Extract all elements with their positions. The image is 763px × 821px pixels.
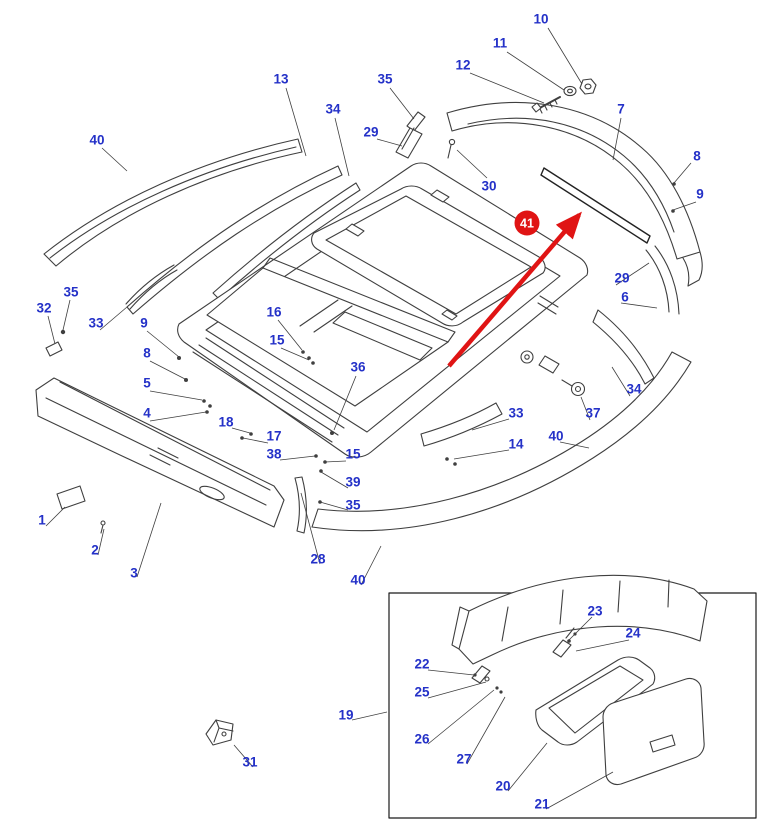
part-label-28: 28 (310, 551, 326, 567)
part-label-18: 18 (218, 414, 234, 430)
part-label-30: 30 (481, 178, 497, 194)
part-label-7: 7 (617, 101, 625, 117)
part-label-37: 37 (585, 405, 601, 421)
part-label-2: 2 (91, 542, 99, 558)
part-curve-33-left (125, 264, 178, 310)
part-label-22: 22 (414, 656, 430, 672)
part-strip-13 (126, 165, 343, 315)
part-label-40-right: 40 (548, 428, 564, 444)
part-label-35-left: 35 (63, 284, 79, 300)
part-label-11: 11 (492, 35, 508, 51)
part-label-3: 3 (130, 565, 138, 581)
part-label-27: 27 (456, 751, 472, 767)
part-seal-41 (540, 167, 651, 244)
part-label-5: 5 (143, 375, 151, 391)
part-rear-panel (451, 574, 708, 665)
highlight-arrow (447, 211, 582, 368)
part-label-40-bottom: 40 (350, 572, 366, 588)
part-label-32: 32 (36, 300, 52, 316)
part-label-38: 38 (266, 446, 282, 462)
part-clip-32 (45, 341, 63, 357)
part-label-40-top-left: 40 (89, 132, 105, 148)
part-strip-34-top (212, 182, 361, 300)
part-label-6: 6 (621, 289, 629, 305)
part-front-rail-7 (446, 101, 703, 287)
part-label-33-right: 33 (508, 405, 524, 421)
part-label-19: 19 (338, 707, 354, 723)
part-label-36: 36 (350, 359, 366, 375)
part-front-panel-3 (35, 377, 285, 528)
part-label-4: 4 (143, 405, 151, 421)
part-trim-33-right (420, 402, 503, 447)
part-rear-flap-21 (602, 677, 705, 786)
part-label-15-lower: 15 (345, 446, 361, 462)
part-label-35-top: 35 (377, 71, 393, 87)
part-label-17: 17 (266, 428, 282, 444)
part-bolt-30 (447, 138, 456, 159)
part-label-23: 23 (587, 603, 603, 619)
highlighted-part-badge: 41 (514, 210, 540, 236)
part-hardware-10-11-12 (531, 78, 597, 114)
part-label-25: 25 (414, 684, 430, 700)
part-curve-34-right (592, 309, 655, 385)
part-curves-29-6-right (645, 245, 680, 315)
part-label-8-right: 8 (693, 148, 701, 164)
part-label-39: 39 (345, 474, 361, 490)
part-label-34-right: 34 (626, 381, 642, 397)
part-label-16: 16 (266, 304, 282, 320)
part-label-12: 12 (455, 57, 471, 73)
part-label-14: 14 (508, 436, 524, 452)
part-strip-28 (294, 476, 307, 534)
part-grommet-37 (561, 379, 586, 397)
part-clip-31 (205, 719, 234, 746)
part-label-34-top: 34 (325, 101, 341, 117)
part-plate-1 (56, 485, 86, 510)
part-label-9-left: 9 (140, 315, 148, 331)
part-bracket-29-top (395, 127, 423, 159)
part-hinge-22-27 (471, 665, 491, 684)
part-label-10: 10 (533, 11, 549, 27)
part-label-29-right: 29 (614, 270, 630, 286)
part-label-35-center: 35 (345, 497, 361, 513)
part-hinge-23-24 (552, 627, 575, 658)
leader-lines (45, 27, 697, 810)
part-label-26: 26 (414, 731, 430, 747)
part-label-24: 24 (625, 625, 641, 641)
part-rear-frame-20 (535, 656, 656, 746)
part-label-21: 21 (534, 796, 550, 812)
part-label-20: 20 (495, 778, 511, 794)
part-screw-2 (100, 520, 106, 534)
part-trim-40-right (311, 351, 692, 532)
part-label-8-left: 8 (143, 345, 151, 361)
part-rail-left (43, 138, 303, 267)
part-label-33-left: 33 (88, 315, 104, 331)
part-label-15-upper: 15 (269, 332, 285, 348)
part-label-31: 31 (242, 754, 258, 770)
part-glass-hatch (311, 185, 546, 327)
part-label-9-right: 9 (696, 186, 704, 202)
part-label-1: 1 (38, 512, 46, 528)
part-label-13: 13 (273, 71, 289, 87)
fastener-dots (60, 182, 676, 694)
part-label-29-top: 29 (363, 124, 379, 140)
